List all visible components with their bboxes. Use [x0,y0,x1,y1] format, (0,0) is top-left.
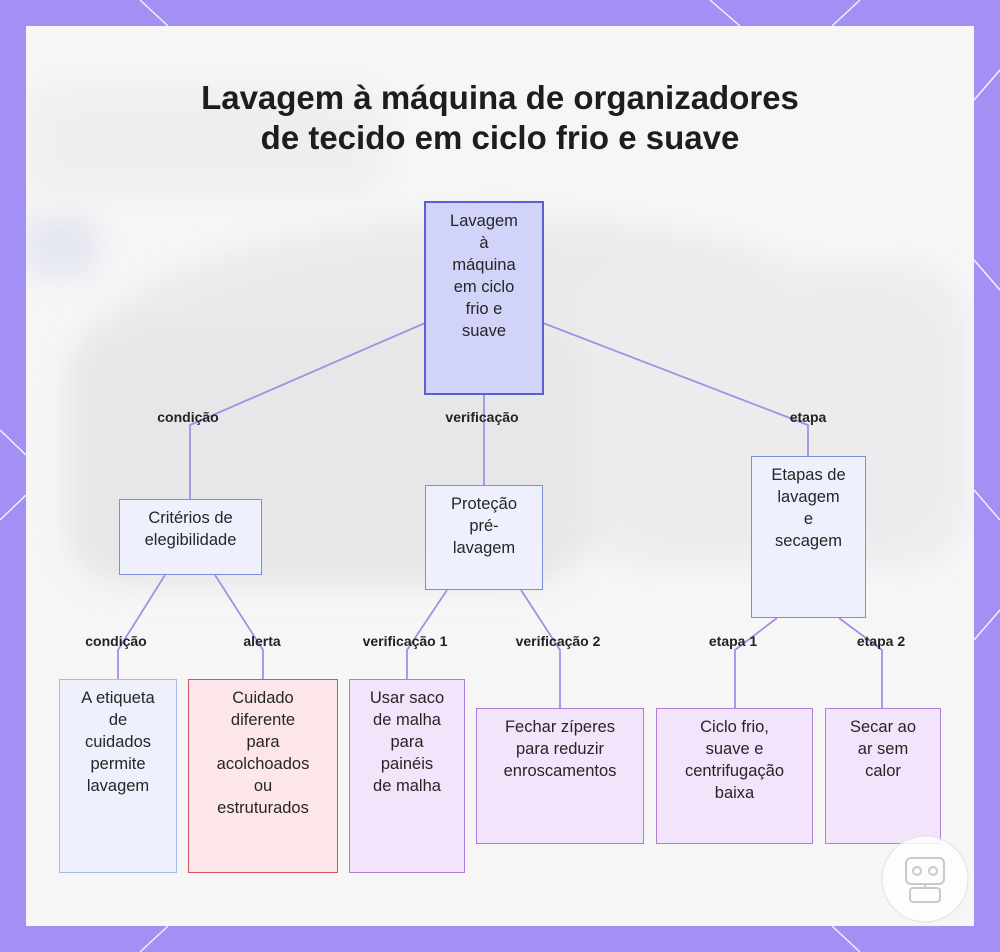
edge-label-etapa-2: etapa 2 [857,633,905,649]
edge-label-etapa-top: etapa [790,409,827,425]
node-cuidado-acolchoados: Cuidado diferente para acolchoados ou es… [188,679,338,873]
edge-label-verificacao-1: verificação 1 [363,633,448,649]
node-ciclo-frio: Ciclo frio, suave e centrifugação baixa [656,708,813,844]
node-etapas-lavagem-secagem: Etapas de lavagem e secagem [751,456,866,618]
edge-label-alerta: alerta [243,633,280,649]
edge-criterios-cuidado [215,575,263,679]
edge-etapas-secar [839,618,882,708]
edge-label-condicao-top: condição [157,409,218,425]
edge-label-etapa-1: etapa 1 [709,633,757,649]
node-saco-malha: Usar saco de malha para painéis de malha [349,679,465,873]
edge-label-condicao: condição [85,633,146,649]
node-secar-ar: Secar ao ar sem calor [825,708,941,844]
node-criterios-elegibilidade: Critérios de elegibilidade [119,499,262,575]
node-protecao-pre-lavagem: Proteção pré- lavagem [425,485,543,590]
edge-root-criterios [190,323,425,499]
node-fechar-ziperes: Fechar zíperes para reduzir enroscamento… [476,708,644,844]
node-root: Lavagem à máquina em ciclo frio e suave [424,201,544,395]
edge-etapas-ciclo [735,618,777,708]
robot-logo-icon [880,834,970,924]
edge-root-etapas [543,323,808,456]
edge-label-verificacao-2: verificação 2 [516,633,601,649]
edge-label-verificacao-top: verificação [445,409,518,425]
node-etiqueta-cuidados: A etiqueta de cuidados permite lavagem [59,679,177,873]
edge-protecao-ziperes [521,590,560,708]
edge-criterios-etiqueta [118,575,165,679]
